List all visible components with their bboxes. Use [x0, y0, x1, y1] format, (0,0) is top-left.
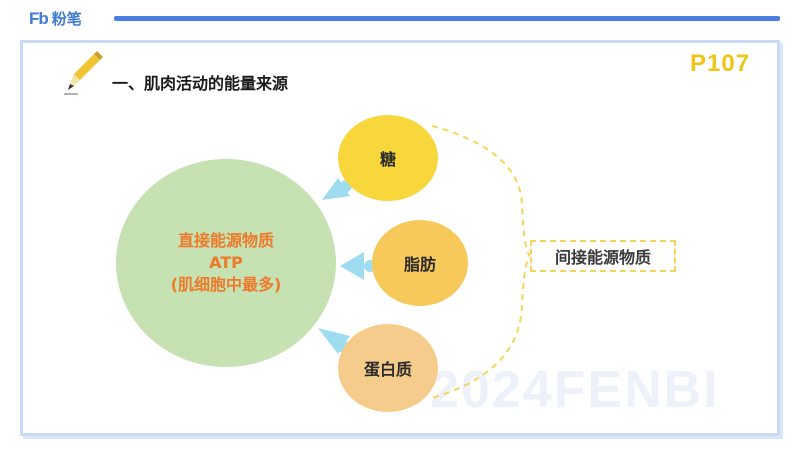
watermark: 2024FENBI [430, 361, 720, 419]
brand: Fb 粉笔 [29, 8, 82, 29]
page-number: P107 [690, 50, 751, 77]
brand-logo: Fb [29, 8, 49, 28]
atp-circle: 直接能源物质 ATP (肌细胞中最多) [116, 159, 336, 367]
protein-label: 蛋白质 [363, 360, 412, 379]
grouping-brace [431, 125, 532, 399]
indirect-energy-label: 间接能源物质 [530, 240, 676, 272]
atp-line-1: 直接能源物质 [177, 231, 274, 250]
slide-heading: 一、肌肉活动的能量来源 [112, 74, 289, 93]
pencil-icon [64, 51, 103, 95]
brand-name: 粉笔 [51, 10, 82, 28]
fat-label: 脂肪 [403, 255, 436, 274]
arrow-fat [340, 252, 376, 280]
atp-line-2: ATP [209, 253, 243, 272]
protein-circle: 蛋白质 [338, 324, 438, 412]
fat-circle: 脂肪 [372, 220, 468, 306]
atp-line-3: (肌细胞中最多) [170, 275, 282, 294]
sugar-label: 糖 [379, 150, 396, 169]
sugar-circle: 糖 [338, 115, 438, 201]
header-rule [114, 16, 780, 21]
